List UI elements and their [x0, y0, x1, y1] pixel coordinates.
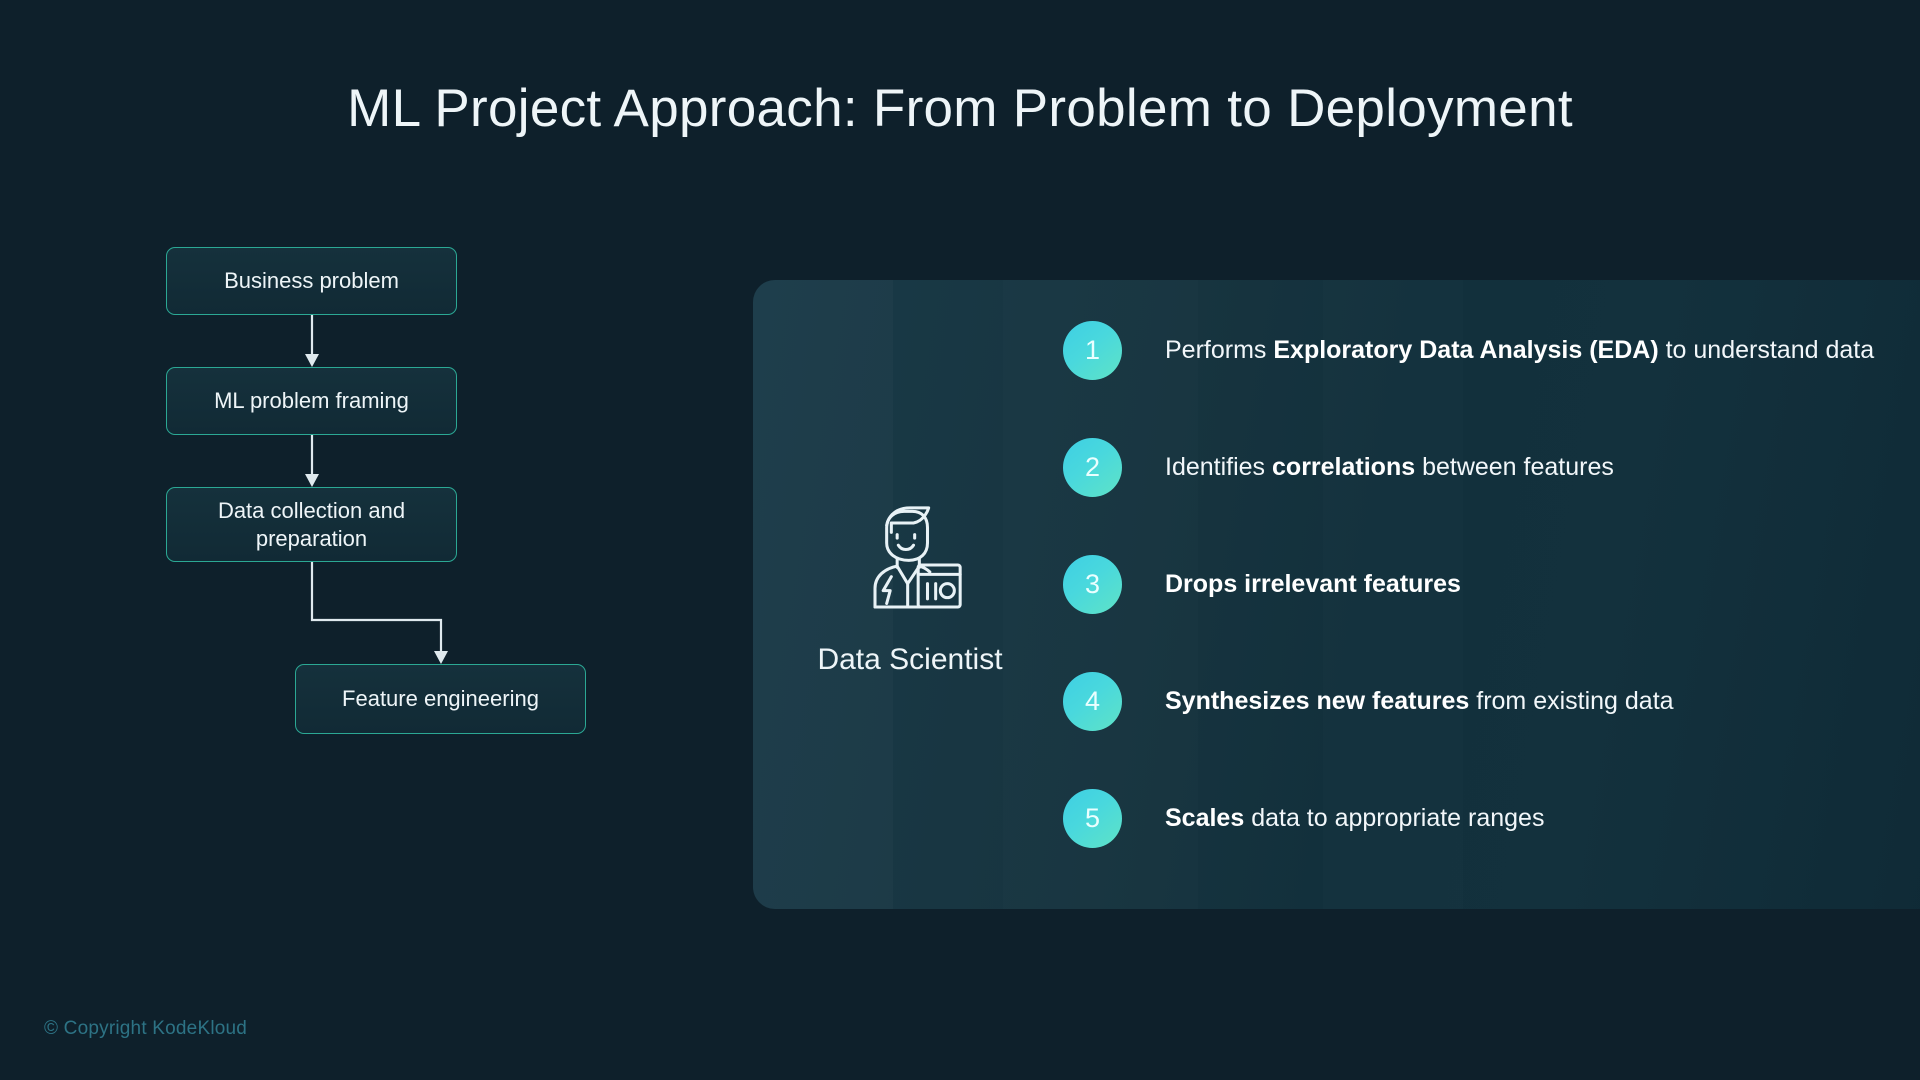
step-text: Synthesizes new features from existing d…: [1165, 685, 1674, 717]
step-text: Scales data to appropriate ranges: [1165, 802, 1544, 834]
data-scientist-panel: [753, 280, 1920, 909]
data-scientist-icon: [873, 506, 962, 609]
step-text-suffix: between features: [1415, 453, 1614, 481]
step-text-bold: correlations: [1272, 453, 1416, 481]
flow-box-label: ML problem framing: [214, 388, 409, 413]
step-text-prefix: Performs: [1165, 336, 1274, 364]
steps-list: 1 Performs Exploratory Data Analysis (ED…: [1063, 320, 1903, 848]
step-text: Performs Exploratory Data Analysis (EDA)…: [1165, 334, 1874, 366]
list-item[interactable]: 1 Performs Exploratory Data Analysis (ED…: [1063, 320, 1903, 380]
step-text-bold: Drops irrelevant features: [1165, 570, 1461, 598]
step-number-badge: 4: [1063, 671, 1122, 731]
step-number-badge: 2: [1063, 437, 1122, 497]
list-item[interactable]: 4 Synthesizes new features from existing…: [1063, 671, 1903, 731]
flowchart: Business problem ML problem framing Data…: [0, 0, 760, 1080]
flow-box-label: Business problem: [224, 268, 399, 293]
step-number-badge: 1: [1063, 320, 1122, 380]
step-text-bold: Scales: [1165, 804, 1245, 832]
step-text: Drops irrelevant features: [1165, 568, 1461, 600]
step-text-bold: Synthesizes new features: [1165, 687, 1470, 715]
step-text-suffix: data to appropriate ranges: [1244, 804, 1545, 832]
persona-block: Data Scientist: [800, 495, 1020, 677]
flow-box-feature-engineering[interactable]: Feature engineering: [295, 664, 586, 734]
flow-box-label: Data collection and preparation: [217, 497, 406, 551]
list-item[interactable]: 2 Identifies correlations between featur…: [1063, 437, 1903, 497]
step-text-suffix: from existing data: [1469, 687, 1674, 715]
flow-box-label: Feature engineering: [342, 686, 539, 711]
copyright-notice: © Copyright KodeKloud: [44, 1018, 248, 1039]
list-item[interactable]: 5 Scales data to appropriate ranges: [1063, 788, 1903, 848]
step-text-prefix: Identifies: [1165, 453, 1273, 481]
step-number-badge: 3: [1063, 554, 1122, 614]
step-text-suffix: to understand data: [1658, 336, 1875, 364]
step-number-badge: 5: [1063, 788, 1122, 848]
flow-box-data-collection-and-preparation[interactable]: Data collection and preparation: [166, 487, 457, 562]
step-text-bold: Exploratory Data Analysis (EDA): [1273, 336, 1659, 364]
flow-box-ml-problem-framing[interactable]: ML problem framing: [166, 367, 457, 435]
step-text: Identifies correlations between features: [1165, 451, 1614, 483]
persona-label: Data Scientist: [817, 643, 1003, 676]
flow-box-business-problem[interactable]: Business problem: [166, 247, 457, 315]
page-title: ML Project Approach: From Problem to Dep…: [347, 79, 1573, 138]
list-item[interactable]: 3 Drops irrelevant features: [1063, 554, 1903, 614]
